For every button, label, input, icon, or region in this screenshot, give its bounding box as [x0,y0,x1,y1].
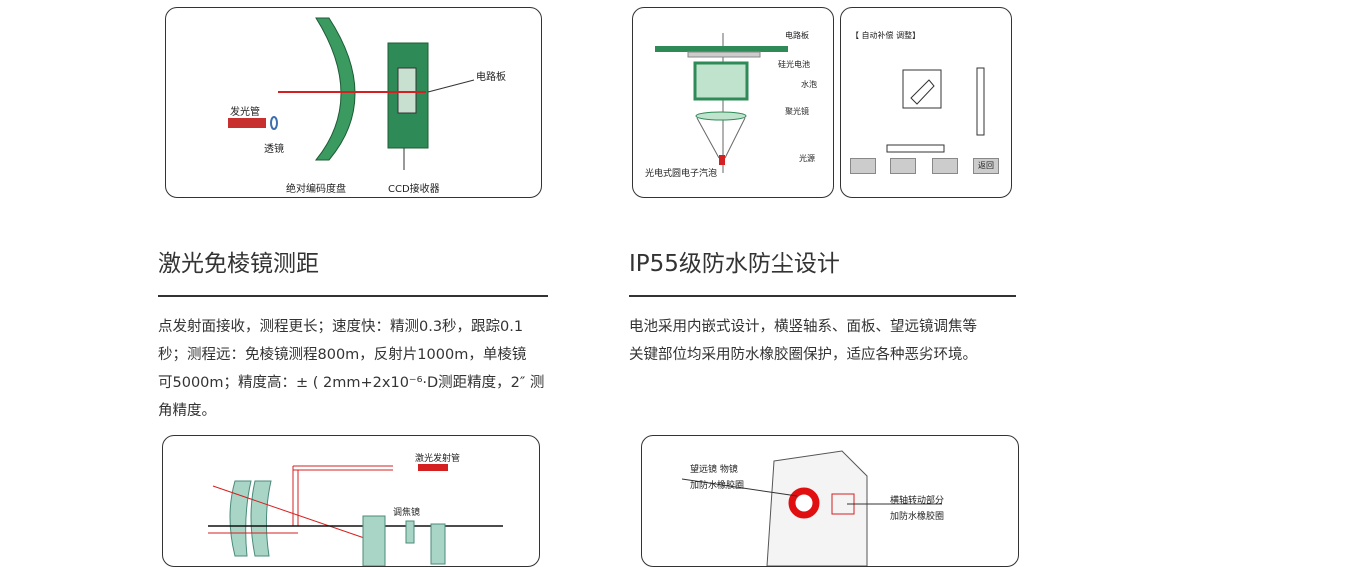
section-body-waterproof: 电池采用内嵌式设计，横竖轴系、面板、望远镜调焦等 关键部位均采用防水橡胶圈保护，… [629,313,1029,369]
lens-label: 透镜 [264,144,284,155]
body-line: 可5000m；精度高：± ( 2mm+2x10⁻⁶·D测距精度，2″ 测 [158,375,545,391]
optics-diagram: 激光发射管 调焦镜 [162,435,540,567]
screen-button-3[interactable] [932,158,958,174]
objective-label-2: 加防水橡胶圈 [690,481,745,491]
body-line: 角精度。 [158,403,216,419]
divider [158,295,548,297]
circuit-board-label: 电路板 [476,72,506,83]
objective-label-1: 望远镜 物镜 [690,465,738,475]
caption-label: 光电式圆电子汽泡 [645,169,718,179]
compensator-illustration [655,33,788,173]
waterproof-diagram: 望远镜 物镜 加防水橡胶圈 横轴转动部分 加防水橡胶圈 [641,435,1019,567]
instrument-illustration [681,450,942,566]
bubble-label: 水泡 [801,80,817,89]
body-line: 电池采用内嵌式设计，横竖轴系、面板、望远镜调焦等 [629,319,977,335]
laser-tube-label: 激光发射管 [415,454,461,464]
body-line: 点发射面接收，测程更长；速度快：精测0.3秒，跟踪0.1 [158,319,524,335]
emitter-label: 发光管 [230,107,260,118]
light-source-label: 光源 [799,154,815,163]
screen-title: 【 自动补偿 调整】 [851,31,921,40]
divider [629,295,1016,297]
encoder-illustration [228,17,475,170]
section-title-laser: 激光免棱镜测距 [158,251,319,277]
back-button[interactable]: 返回 [973,158,999,174]
silicon-cell-label: 硅光电池 [778,60,810,69]
body-line: 秒；测程远：免棱镜测程800m，反射片1000m，单棱镜 [158,347,527,363]
optics-illustration [208,464,503,566]
focus-lens-label: 调焦镜 [393,508,421,518]
section-title-waterproof: IP55级防水防尘设计 [629,251,840,277]
condenser-label: 聚光镜 [785,107,809,116]
compensator-diagram: 电路板 硅光电池 水泡 聚光镜 光源 光电式圆电子汽泡 [632,7,834,198]
axis-label-2: 加防水橡胶圈 [890,512,945,522]
ccd-label: CCD接收器 [388,184,440,195]
axis-label-1: 横轴转动部分 [890,496,945,506]
compensation-screen: 【 自动补偿 调整】 返回 [840,7,1012,198]
circuit-board-label: 电路板 [785,31,809,40]
screen-button-1[interactable] [850,158,876,174]
screen-illustration [886,67,985,153]
section-body-laser: 点发射面接收，测程更长；速度快：精测0.3秒，跟踪0.1 秒；测程远：免棱镜测程… [158,313,568,425]
screen-button-2[interactable] [890,158,916,174]
encoder-diagram: 发光管 透镜 电路板 绝对编码度盘 CCD接收器 [165,7,542,198]
disk-label: 绝对编码度盘 [286,184,346,195]
body-line: 关键部位均采用防水橡胶圈保护，适应各种恶劣环境。 [629,347,977,363]
